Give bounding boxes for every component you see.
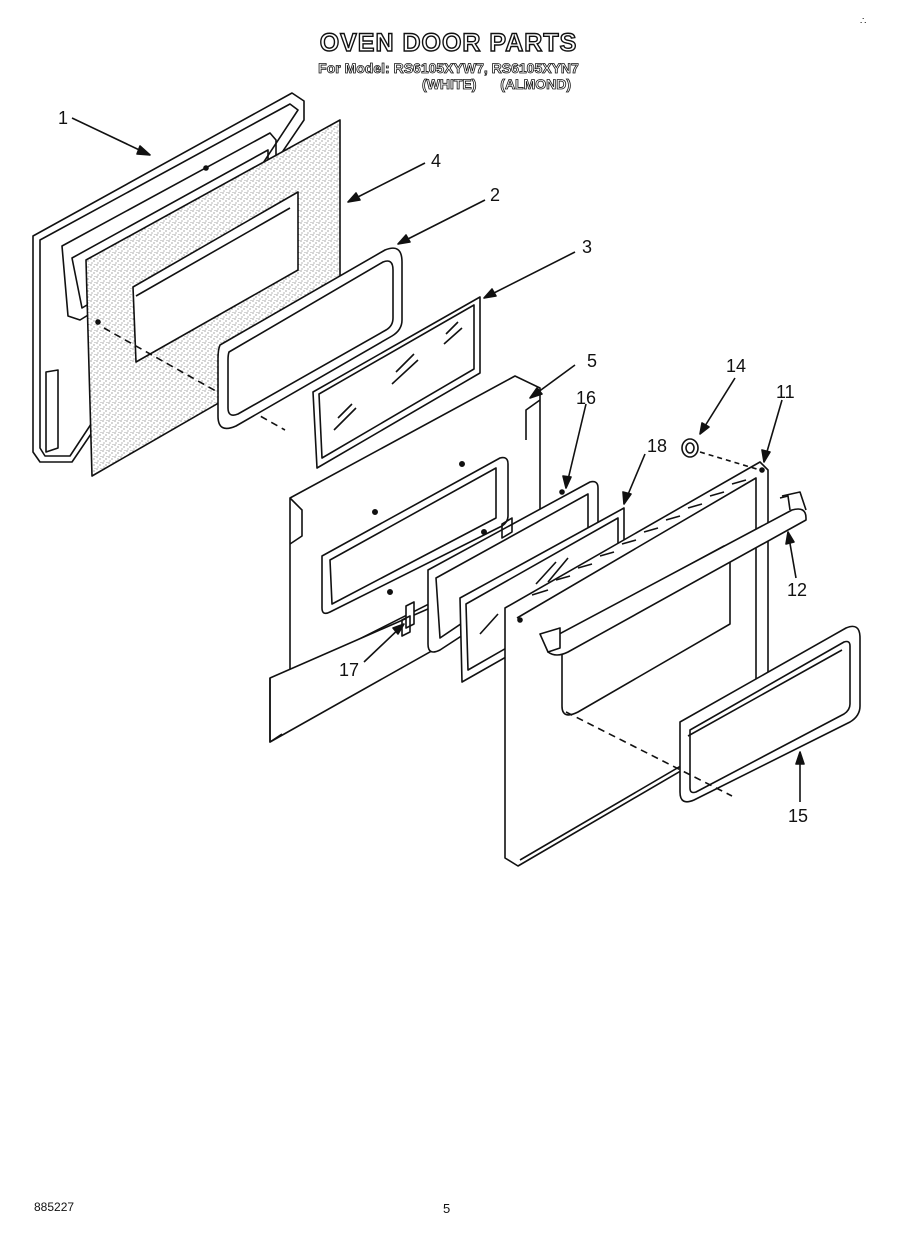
callout-12: 12 [787,580,807,600]
variant-almond: (ALMOND) [500,76,572,93]
callout-3: 3 [582,237,592,257]
variant-white: (WHITE) [421,76,477,93]
model-number-almond: RS6105XYN7 [491,60,579,77]
model-number-white: RS6105XYW7, [393,60,488,77]
leader-lines [71,117,805,802]
callout-17: 17 [339,660,359,680]
model-line: For Model: RS6105XYW7, RS6105XYN7 [0,60,897,77]
part-inner-glass [312,296,481,469]
part-clip [401,601,415,637]
part-bumper [681,438,761,471]
footer-page-number: 5 [443,1201,451,1216]
callout-2: 2 [490,185,500,205]
model-prefix: For Model: [318,60,390,77]
callout-16: 16 [576,388,596,408]
callout-5: 5 [587,351,597,371]
callout-11: 11 [776,382,795,402]
part-handle [539,491,807,656]
variant-line: (WHITE) (ALMOND) [0,76,897,93]
callout-14: 14 [726,356,746,376]
diagram-title: OVEN DOOR PARTS [319,28,578,57]
corner-mark: ∴ [860,16,867,27]
callout-18: 18 [647,436,667,456]
part-insulation [85,119,341,477]
callout-1: 1 [58,108,68,128]
part-gasket [217,247,403,430]
footer-part-code: 885227 [34,1200,75,1214]
part-door-gasket [679,625,861,803]
diagram-header: OVEN DOOR PARTS For Model: RS6105XYW7, R… [0,28,897,92]
callout-labels: 1 4 2 3 5 16 18 14 11 12 17 15 [58,108,808,826]
callout-15: 15 [788,806,808,826]
callout-4: 4 [431,151,441,171]
